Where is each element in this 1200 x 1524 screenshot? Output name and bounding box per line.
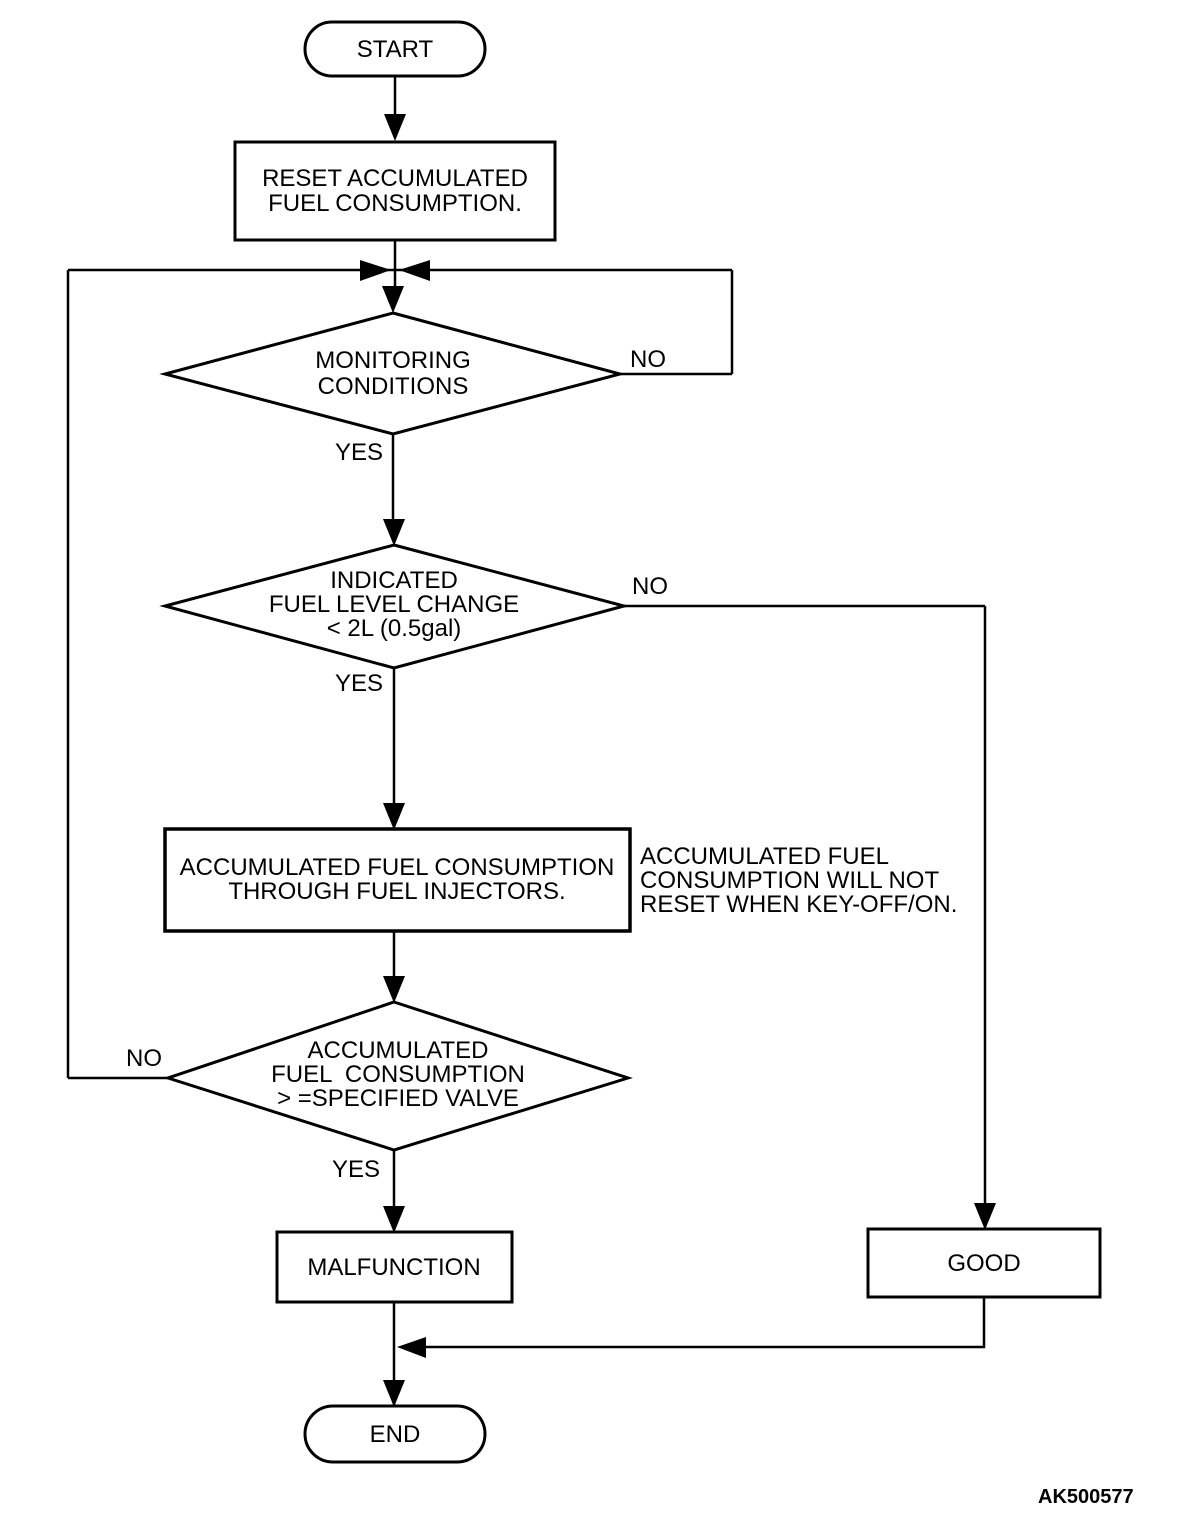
threshold-no-label: NO: [126, 1045, 162, 1072]
good-box: [866, 1227, 1102, 1299]
start-node: [303, 20, 487, 78]
side-note-line3: RESET WHEN KEY-OFF/ON.: [640, 891, 957, 918]
edge-fuel-level-no-to-good: [624, 604, 987, 1205]
fuel-level-label-line3: < 2L (0.5gal): [327, 615, 462, 642]
edge-threshold-no-loop: [66, 270, 168, 1080]
arrowhead-into-fuel-level: [383, 519, 405, 546]
threshold-label-line3: > =SPECIFIED VALVE: [277, 1085, 519, 1112]
fuel-level-no-label: NO: [632, 573, 668, 600]
malfunction-box: [275, 1230, 514, 1304]
end-label: END: [370, 1421, 421, 1448]
arrowhead-join-into-end-line: [397, 1337, 426, 1358]
threshold-label-line1: ACCUMULATED: [308, 1037, 489, 1064]
end-node: [303, 1404, 487, 1464]
figure-id-label: AK500577: [1038, 1486, 1134, 1508]
side-note-line1: ACCUMULATED FUEL: [640, 843, 889, 870]
monitoring-no-label: NO: [630, 346, 666, 373]
fuel-level-change-diamond: [159, 543, 630, 670]
monitoring-label-line2: CONDITIONS: [318, 373, 469, 400]
monitoring-conditions-diamond: [159, 311, 626, 436]
arrowhead-junction-right-icon: [399, 260, 430, 281]
fuel-level-label-line2: FUEL LEVEL CHANGE: [269, 591, 519, 618]
monitoring-label-line1: MONITORING: [315, 347, 471, 374]
accumulated-label-line2: THROUGH FUEL INJECTORS.: [228, 878, 565, 905]
arrowhead-into-malfunction: [383, 1206, 405, 1233]
arrowhead-into-threshold: [383, 976, 405, 1003]
accumulated-consumption-box: [163, 827, 632, 933]
arrowhead-into-reset: [384, 114, 406, 141]
arrowhead-into-good: [974, 1203, 996, 1230]
accumulated-label-line1: ACCUMULATED FUEL CONSUMPTION: [180, 854, 615, 881]
arrowhead-into-accumulated: [383, 803, 405, 830]
edge-monitoring-no-loop: [620, 270, 734, 376]
arrowhead-into-monitoring: [382, 286, 404, 313]
good-label: GOOD: [947, 1250, 1020, 1277]
reset-fuel-consumption-box: [233, 140, 557, 242]
fuel-level-label-line1: INDICATED: [330, 567, 458, 594]
threshold-yes-label: YES: [332, 1156, 380, 1183]
threshold-label-line2: FUEL CONSUMPTION: [271, 1061, 525, 1088]
start-label: START: [357, 36, 434, 63]
reset-label-line2: FUEL CONSUMPTION.: [268, 190, 522, 217]
reset-label-line1: RESET ACCUMULATED: [262, 165, 528, 192]
arrowhead-junction-left-icon: [360, 260, 391, 281]
threshold-diamond: [163, 1000, 633, 1152]
arrowhead-into-end: [383, 1380, 405, 1407]
monitoring-yes-label: YES: [335, 439, 383, 466]
edge-good-to-end-join: [425, 1297, 986, 1349]
malfunction-label: MALFUNCTION: [307, 1254, 480, 1281]
fuel-level-yes-label: YES: [335, 670, 383, 697]
side-note-line2: CONSUMPTION WILL NOT: [640, 867, 939, 894]
